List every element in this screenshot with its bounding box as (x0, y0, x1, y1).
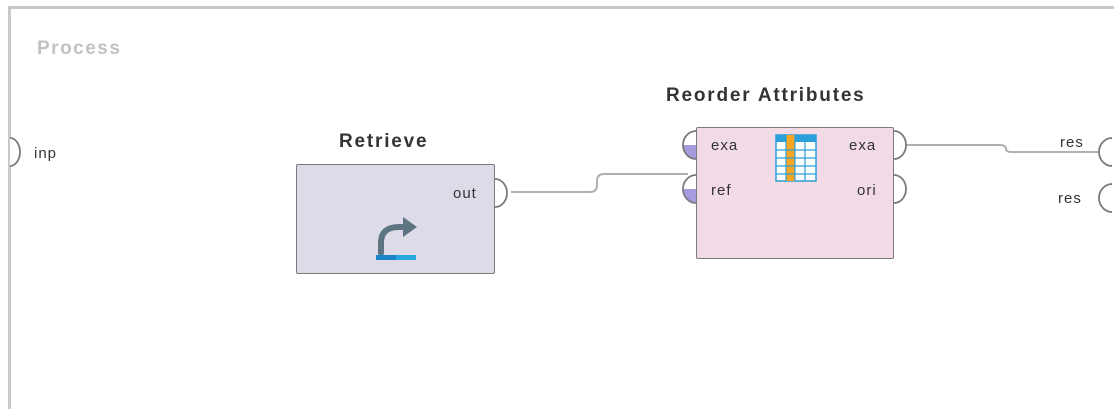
reorder-attributes-operator[interactable]: exa ref exa ori (696, 127, 894, 259)
reorder-input-port-exa[interactable] (681, 130, 701, 160)
retrieve-output-label: out (453, 185, 477, 202)
reorder-output-port-exa[interactable] (893, 130, 913, 160)
retrieve-output-port[interactable] (494, 178, 514, 208)
process-output-port-2 (1098, 183, 1113, 213)
process-output-port-1 (1098, 137, 1113, 167)
process-title: Process (37, 38, 122, 59)
connection-retrieve-to-reorder (511, 173, 688, 193)
reorder-input-label-1: exa (711, 137, 739, 154)
reorder-title: Reorder Attributes (666, 85, 866, 106)
connections-layer (9, 137, 1113, 213)
process-input-port (9, 137, 21, 167)
reorder-input-label-2: ref (711, 182, 732, 199)
process-input-label: inp (34, 145, 58, 162)
process-frame (8, 6, 1114, 409)
reorder-output-label-1: exa (849, 137, 877, 154)
retrieve-arrow-icon (376, 217, 417, 260)
reorder-output-port-ori[interactable] (893, 174, 913, 204)
process-output-label-2: res (1058, 190, 1082, 207)
reorder-output-label-2: ori (857, 182, 877, 199)
connection-reorder-to-result (905, 144, 1100, 153)
process-output-label-1: res (1060, 134, 1084, 151)
reorder-input-port-ref[interactable] (681, 174, 701, 204)
retrieve-operator[interactable]: out (296, 164, 495, 274)
retrieve-title: Retrieve (339, 131, 429, 152)
table-columns-icon (775, 134, 817, 182)
